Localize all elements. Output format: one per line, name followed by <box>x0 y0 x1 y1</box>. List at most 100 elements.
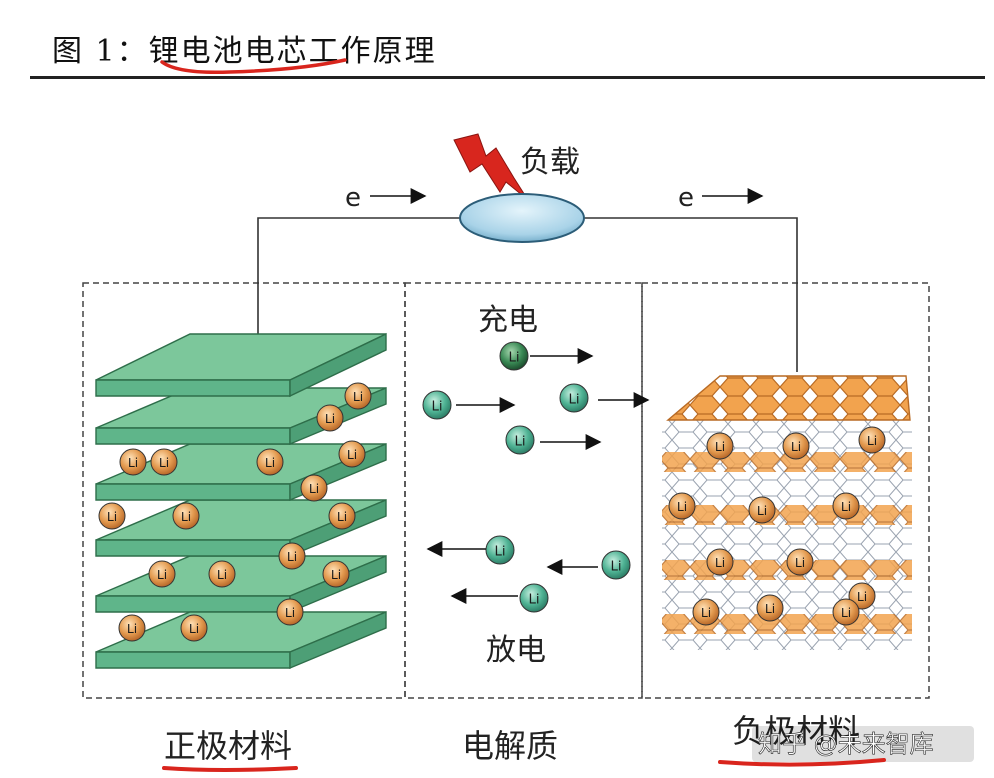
anode-label: 负极材料 <box>732 712 860 750</box>
lithium-ion: Li <box>858 426 886 454</box>
figure-title: 图 1：锂电池电芯工作原理 <box>52 34 437 69</box>
lithium-ion: Li <box>782 432 810 460</box>
lightning-icon <box>453 133 529 201</box>
lithium-ion: Li <box>692 598 720 626</box>
lithium-ion-label: Li <box>265 456 275 470</box>
anode-region <box>641 282 930 699</box>
lithium-ion-label: Li <box>677 500 687 514</box>
lithium-ion: Li <box>832 598 860 626</box>
lithium-ion: Li <box>208 560 236 588</box>
cathode-underline-annotation <box>162 766 298 772</box>
lithium-ion: Li <box>276 598 304 626</box>
cathode-region <box>82 282 406 699</box>
lithium-ion: Li <box>338 440 366 468</box>
anode-top-sheet <box>666 375 911 421</box>
lithium-ion-label: Li <box>325 412 335 426</box>
lithium-ion-label: Li <box>841 500 851 514</box>
lithium-ion-label: Li <box>107 510 117 524</box>
lithium-ion: Li <box>98 502 126 530</box>
lithium-ion: Li <box>706 548 734 576</box>
lithium-ion: Li <box>316 404 344 432</box>
lithium-ion: Li <box>180 614 208 642</box>
cathode-plate-top <box>95 332 387 398</box>
lithium-ion-label: Li <box>791 440 801 454</box>
lithium-ion: Li <box>150 448 178 476</box>
lithium-ion-label: Li <box>287 550 297 564</box>
lithium-ion: Li <box>422 390 452 420</box>
lithium-ion: Li <box>832 492 860 520</box>
lithium-ion: Li <box>344 382 372 410</box>
lithium-ion-label: Li <box>757 504 767 518</box>
lithium-ion-label: Li <box>127 622 137 636</box>
electron-label-right: e <box>678 183 694 213</box>
lithium-ion: Li <box>786 548 814 576</box>
lithium-ion-label: Li <box>795 556 805 570</box>
lithium-ion-label: Li <box>431 399 442 414</box>
title-rule <box>30 76 985 79</box>
lithium-ion-label: Li <box>189 622 199 636</box>
watermark-backdrop <box>752 726 974 762</box>
lithium-ion: Li <box>748 496 776 524</box>
lithium-ion-label: Li <box>217 568 227 582</box>
lithium-ion: Li <box>119 448 147 476</box>
lithium-ion-label: Li <box>765 602 775 616</box>
lithium-ion: Li <box>668 492 696 520</box>
lithium-ion-label: Li <box>157 568 167 582</box>
lithium-ion-label: Li <box>159 456 169 470</box>
load-resistor <box>459 193 585 243</box>
lithium-ion: Li <box>756 594 784 622</box>
lithium-ion: Li <box>278 542 306 570</box>
lithium-ion-label: Li <box>128 456 138 470</box>
lithium-ion: Li <box>706 432 734 460</box>
anode-underline-annotation <box>718 758 886 767</box>
lithium-ion-label: Li <box>347 448 357 462</box>
charge-label: 充电 <box>478 303 538 338</box>
lithium-ion: Li <box>519 583 549 613</box>
region-boxes <box>82 282 930 699</box>
lithium-ion: Li <box>172 502 200 530</box>
cathode-plate <box>95 498 387 558</box>
lithium-ion: Li <box>328 502 356 530</box>
lithium-ion: Li <box>559 383 589 413</box>
lithium-ion-label: Li <box>337 510 347 524</box>
lithium-ion: Li <box>118 614 146 642</box>
lithium-ion-label: Li <box>528 592 539 607</box>
lithium-ion: Li <box>601 550 631 580</box>
cathode-label: 正极材料 <box>164 727 292 765</box>
load-label: 负载 <box>520 145 580 180</box>
lithium-ion-label: Li <box>353 390 363 404</box>
cathode-plate-bottom <box>95 610 387 670</box>
lithium-ion-label: Li <box>514 434 525 449</box>
lithium-ion: Li <box>300 474 328 502</box>
lithium-ion: Li <box>485 535 515 565</box>
lithium-ion: Li <box>148 560 176 588</box>
lithium-ion-label: Li <box>568 392 579 407</box>
lithium-ion-label: Li <box>857 590 867 604</box>
lithium-ion: Li <box>499 341 529 371</box>
electron-label-left: e <box>345 183 361 213</box>
electrolyte-region <box>404 282 643 699</box>
electrolyte-label: 电解质 <box>462 727 558 765</box>
lithium-ion: Li <box>322 560 350 588</box>
lithium-ion: Li <box>256 448 284 476</box>
lithium-ion-label: Li <box>309 482 319 496</box>
lithium-ion-label: Li <box>285 606 295 620</box>
lithium-ion-label: Li <box>181 510 191 524</box>
title-underline-annotation <box>160 58 347 75</box>
lithium-ion-label: Li <box>331 568 341 582</box>
discharge-label: 放电 <box>486 633 546 668</box>
lithium-ion-label: Li <box>701 606 711 620</box>
lithium-ion-label: Li <box>494 544 505 559</box>
lithium-ion-label: Li <box>715 440 725 454</box>
lithium-ion-label: Li <box>610 559 621 574</box>
ion-arrows <box>426 348 650 604</box>
circuit-wires <box>257 217 798 372</box>
lithium-ion: Li <box>505 425 535 455</box>
watermark: 知乎 @未来智库 <box>758 730 934 758</box>
lithium-ion-label: Li <box>841 606 851 620</box>
lithium-ion-label: Li <box>715 556 725 570</box>
